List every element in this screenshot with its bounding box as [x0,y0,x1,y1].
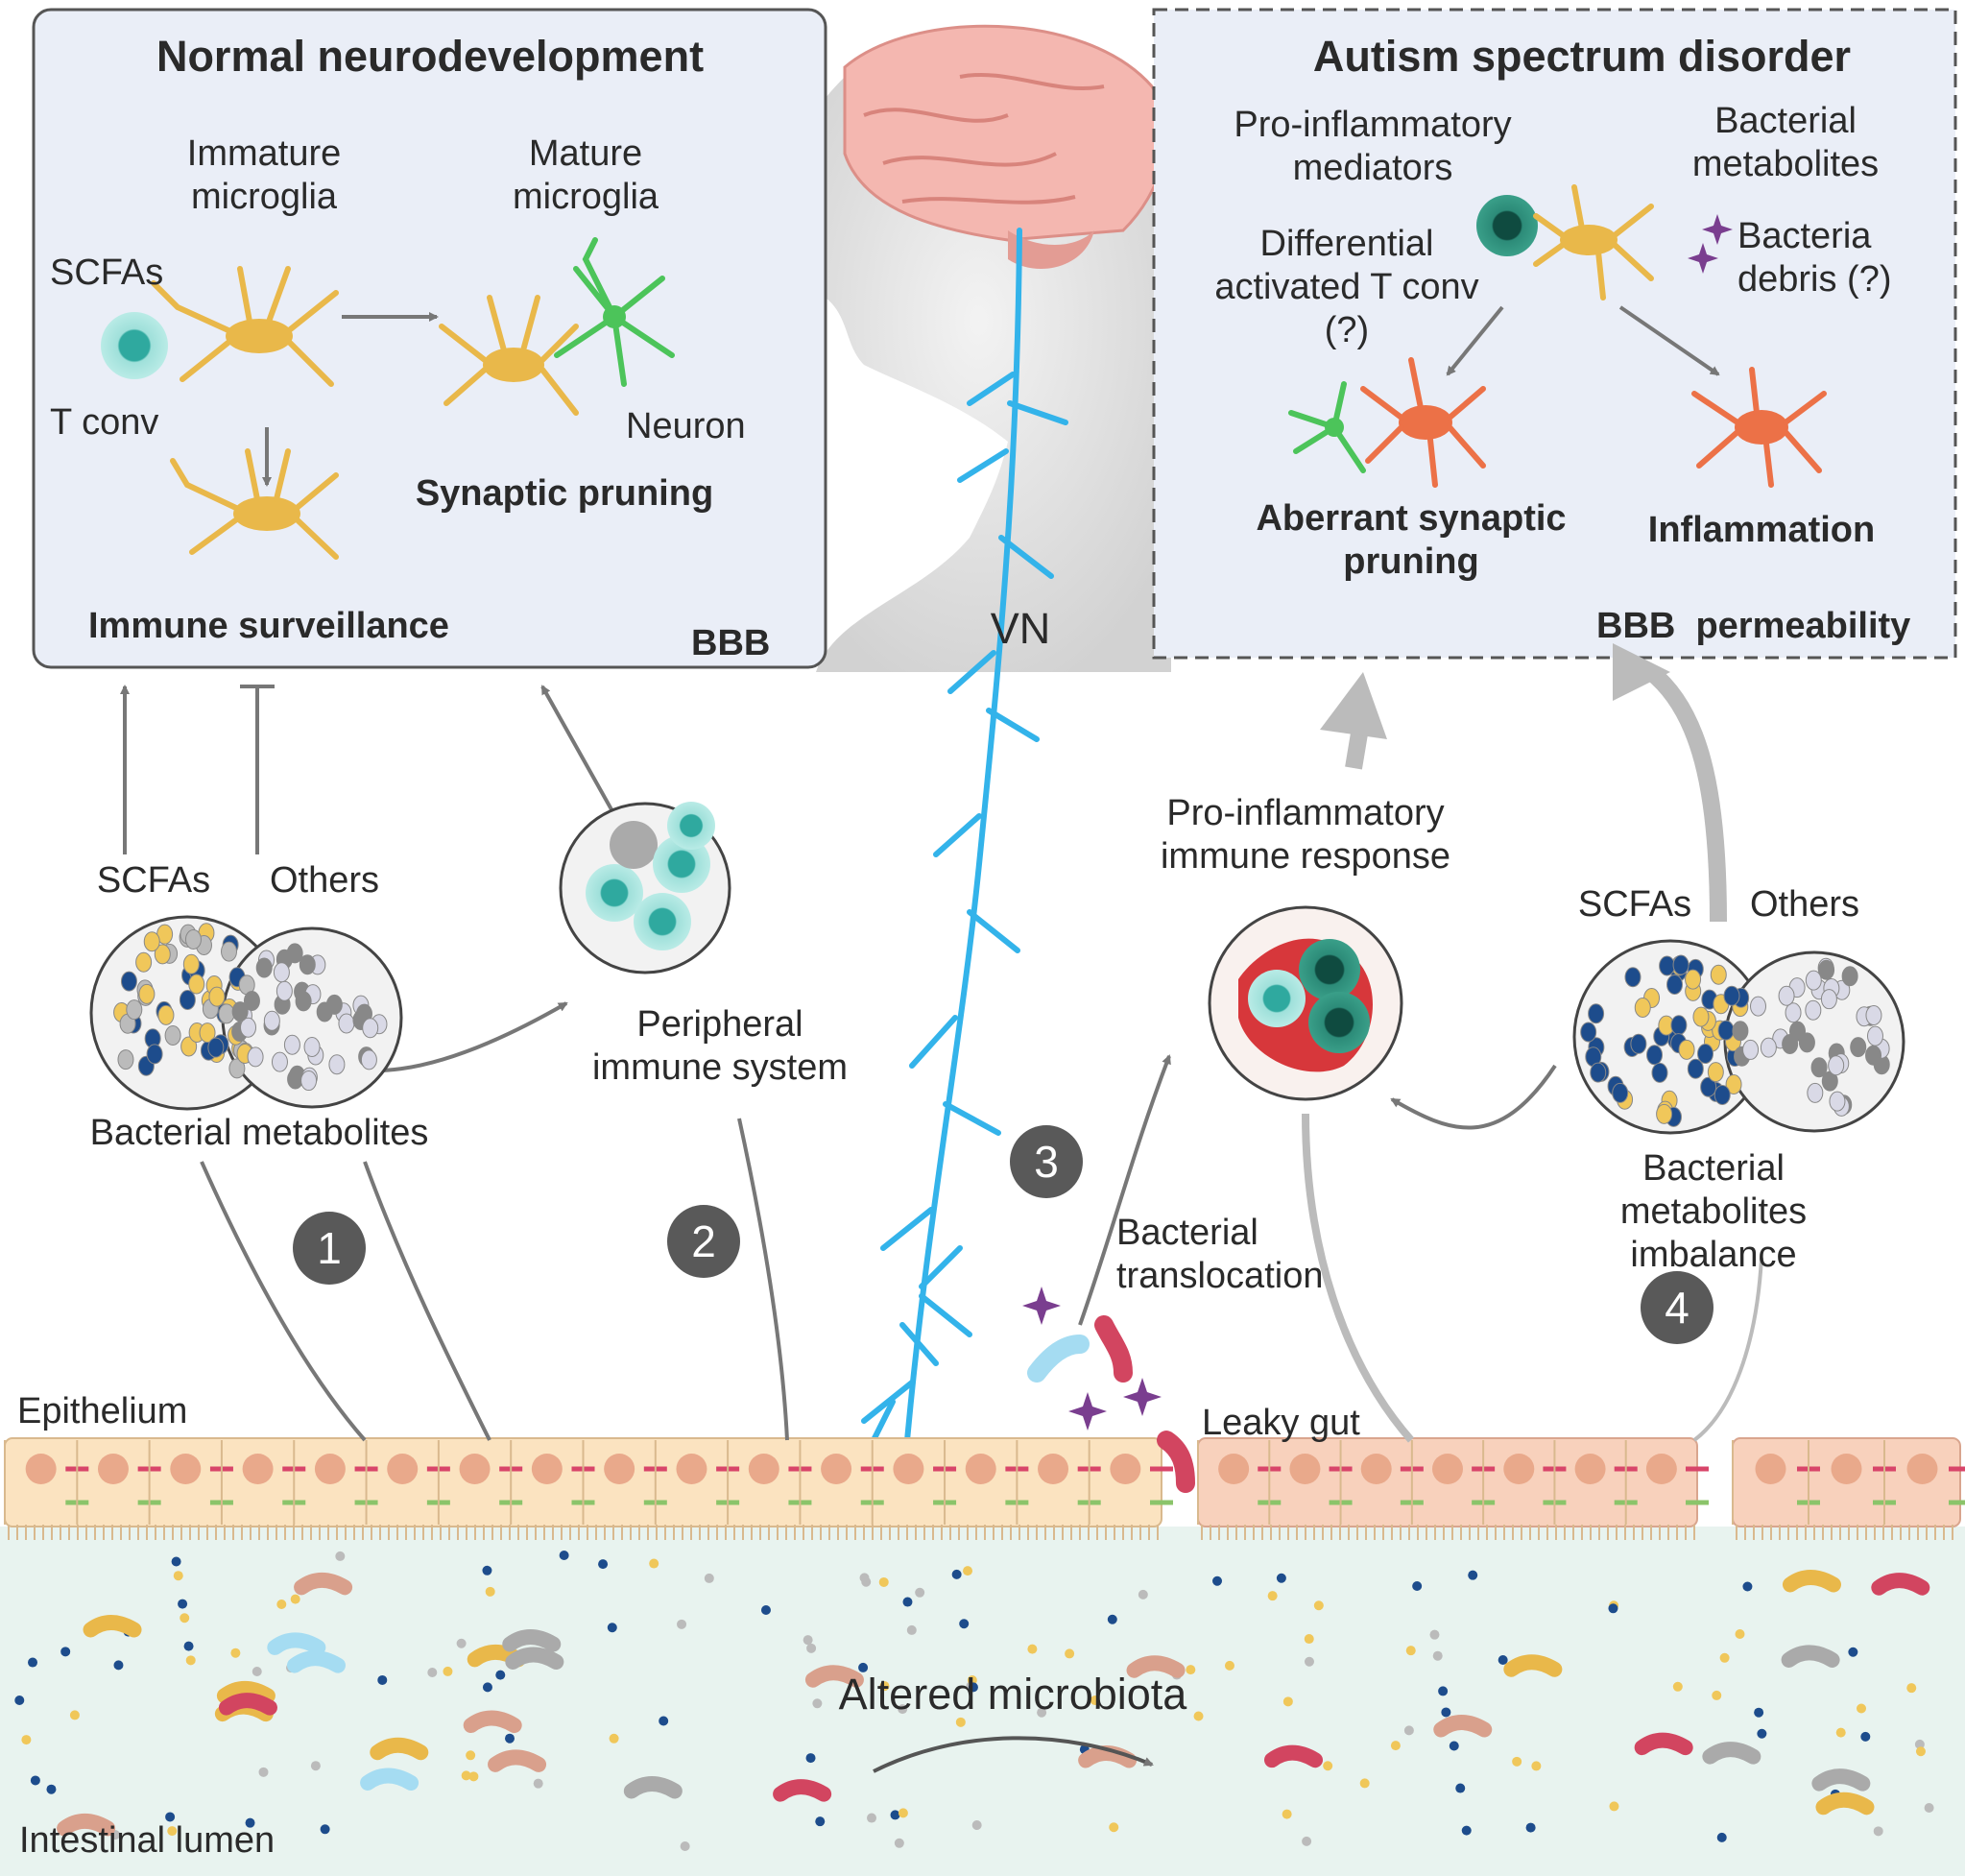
bacterial-translocation-label: Bacterial translocation [1116,1213,1324,1296]
immune-surveillance-microglia [170,448,339,560]
differential-t-conv [1476,195,1538,256]
big-arrow-heads [1320,643,1670,739]
right-metabolites-circles [1572,939,1905,1135]
scfas-label-left-panel: SCFAs [50,253,164,293]
metabolites-imbalance-label: Bacterial metabolites imbalance [1619,1148,1808,1275]
intestinal-lumen-label: Intestinal lumen [19,1820,276,1861]
bacteria-debris-label: Bacteria debris (?) [1737,216,1892,300]
bbb-label-left: BBB [691,623,771,663]
inflammation-label: Inflammation [1647,510,1876,550]
vagus-nerve-label: VN [990,604,1051,653]
asd-activated-microglia-left [1360,357,1486,488]
bacterial-metabolites-label: Bacterial metabolites [89,1113,429,1153]
right-panel-title: Autism spectrum disorder [1312,32,1852,81]
translocating-bacteria [1027,1315,1195,1493]
step-1-badge: 1 [293,1212,366,1285]
lumen-microbiota [14,1551,1934,1851]
pro-inflammatory-circle [1208,905,1403,1101]
synaptic-pruning-label: Synaptic pruning [415,473,714,514]
vagus-nerve [861,228,1068,1501]
asd-microglia-top [1533,184,1654,301]
leaky-gut-label: Leaky gut [1202,1403,1360,1443]
neuron-label: Neuron [626,406,746,446]
others-label-left: Others [269,860,380,901]
altered-microbiota-label: Altered microbiota [838,1670,1187,1719]
asd-panel [1152,8,1957,660]
scfas-label-left: SCFAs [96,860,211,901]
left-panel-title: Normal neurodevelopment [156,32,705,81]
others-label-right: Others [1749,884,1860,925]
left-metabolites-circles [89,915,403,1111]
scfas-label-right: SCFAs [1577,884,1692,925]
step-4-badge: 4 [1641,1271,1713,1344]
mature-microglia-label: Mature microglia [512,133,659,217]
pro-inflammatory-response-label: Pro-inflammatory immune response [1160,793,1451,877]
differential-t-conv-label: Differential activated T conv (?) [1214,224,1479,350]
peripheral-immune-label: Peripheral immune system [591,1004,849,1088]
bacterial-metabolites-label-right: Bacterial metabolites [1691,101,1880,184]
immature-microglia-cell [151,266,339,387]
microbiota-arrow [873,1736,1154,1773]
immune-surveillance-label: Immune surveillance [88,606,449,646]
aberrant-pruning-label: Aberrant synaptic pruning [1256,498,1567,582]
epithelial-cells [4,1440,1965,1540]
head-silhouette [786,24,1171,673]
step-2-badge: 2 [667,1205,740,1278]
epithelium-label: Epithelium [17,1391,188,1431]
bacteria-debris-stars [1022,214,1733,1431]
step-3-badge: 3 [1010,1125,1083,1198]
immature-microglia-label: Immature microglia [186,133,342,217]
neuron-left [554,237,675,387]
inflammation-microglia [1691,367,1827,488]
t-conv-left [101,312,168,379]
asd-neuron [1288,381,1366,473]
mature-microglia-cell [439,295,579,416]
t-conv-label: T conv [50,402,159,443]
bbb-permeability-label: BBB permeability [1596,606,1911,646]
pro-inflammatory-mediators-label: Pro-inflammatory mediators [1234,105,1512,188]
peripheral-immune-circle [559,802,731,974]
